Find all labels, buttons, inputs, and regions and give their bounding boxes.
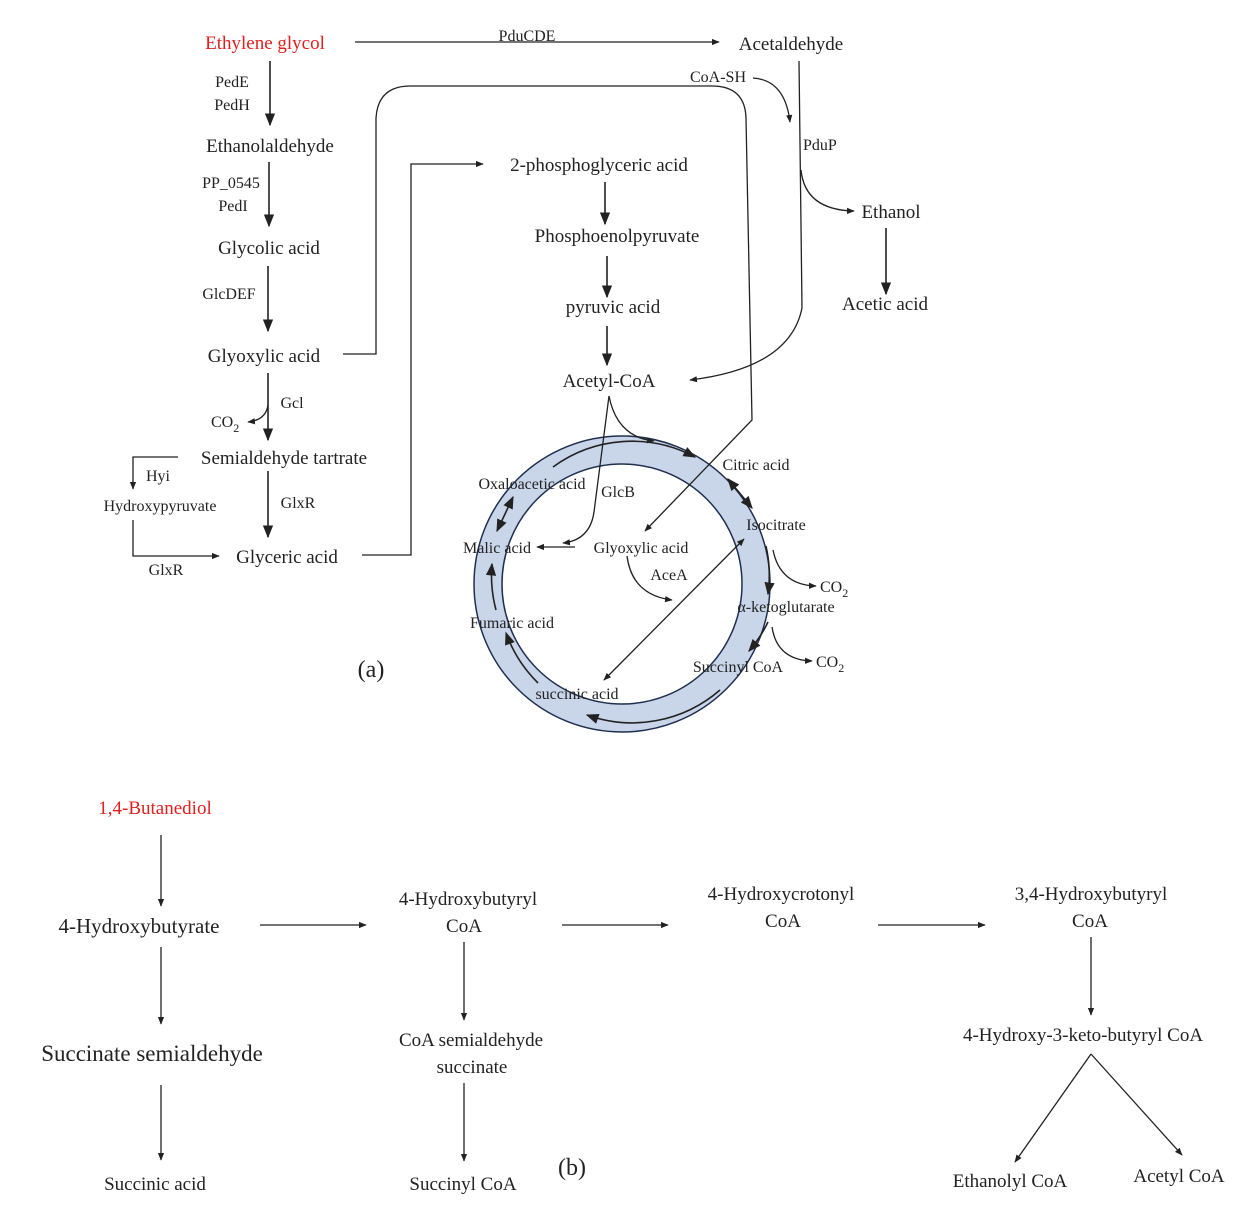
panel-a: Ethylene glycol PedE PedH Ethanolaldehyd… xyxy=(104,28,928,733)
node-hydroxypyruvate: Hydroxypyruvate xyxy=(104,498,217,515)
tca-oxaloacetic-acid: Oxaloacetic acid xyxy=(478,476,585,493)
ring-arrow-malate-oaa xyxy=(496,495,514,533)
tca-glyoxylic-acid: Glyoxylic acid xyxy=(594,540,689,557)
enzyme-pdup: PduP xyxy=(803,137,837,154)
node-acetyl-coa: Acetyl-CoA xyxy=(563,371,656,392)
node-2-phosphoglyceric-acid: 2-phosphoglyceric acid xyxy=(510,155,688,176)
arrow-co2-release-gcl xyxy=(247,404,269,425)
ring-arrow-succinate-fumarate xyxy=(505,631,539,684)
node-34-hydroxybutyryl-coa-line1: 3,4-Hydroxybutyryl xyxy=(1015,884,1168,905)
node-acetic-acid: Acetic acid xyxy=(842,294,928,315)
node-acetaldehyde: Acetaldehyde xyxy=(739,34,843,55)
enzyme-pede: PedE xyxy=(215,74,249,91)
node-glycolic-acid: Glycolic acid xyxy=(218,238,320,259)
arrow-semialdehyde-hydroxypyruvate xyxy=(129,456,178,490)
arrow-hkb-acetyl xyxy=(1090,1053,1183,1156)
co2-gcl: CO2 xyxy=(211,414,239,435)
tca-co2-1: CO2 xyxy=(820,579,848,600)
enzyme-glcdef: GlcDEF xyxy=(202,286,255,303)
arrow-glyoxylic-to-cycle xyxy=(343,85,753,532)
tca-co2-2: CO2 xyxy=(816,654,844,675)
arrow-to-acetyl-coa xyxy=(689,307,803,383)
node-semialdehyde-tartrate: Semialdehyde tartrate xyxy=(201,448,367,469)
node-succinyl-coa: Succinyl CoA xyxy=(409,1174,516,1195)
tca-isocitrate: Isocitrate xyxy=(746,517,806,534)
tca-citric-acid: Citric acid xyxy=(722,457,789,474)
substrate-ethylene-glycol: Ethylene glycol xyxy=(205,33,325,54)
tca-malic-acid: Malic acid xyxy=(463,540,531,557)
node-4-hydroxycrotonyl-coa-line1: 4-Hydroxycrotonyl xyxy=(708,884,855,905)
enzyme-hyi: Hyi xyxy=(146,468,171,485)
node-glyoxylic-acid: Glyoxylic acid xyxy=(208,346,321,367)
arrow-to-ethanol xyxy=(800,169,855,214)
node-succinate-semialdehyde: Succinate semialdehyde xyxy=(41,1041,263,1066)
node-4-hydroxycrotonyl-coa-line2: CoA xyxy=(765,911,801,932)
panel-label-b: (b) xyxy=(558,1155,586,1181)
line-acetaldehyde-pdup xyxy=(798,60,803,309)
arrow-hydroxypyruvate-glyceric xyxy=(132,520,220,560)
node-ethanolyl-coa: Ethanolyl CoA xyxy=(953,1171,1068,1192)
node-glyceric-acid: Glyceric acid xyxy=(236,547,338,568)
enzyme-pedi: PedI xyxy=(218,198,247,215)
arrow-glyceric-phosphoglyceric xyxy=(362,160,484,556)
node-succinic-acid: Succinic acid xyxy=(104,1174,206,1195)
node-ethanol: Ethanol xyxy=(861,202,920,223)
panel-label-a: (a) xyxy=(358,657,385,683)
tca-succinic-acid: succinic acid xyxy=(535,686,618,703)
node-4-hydroxybutyrate: 4-Hydroxybutyrate xyxy=(59,914,220,938)
node-coa-sh: CoA-SH xyxy=(690,69,746,86)
arrow-isocitrate-succinate xyxy=(603,538,745,681)
node-4-hydroxybutyryl-coa-line2: CoA xyxy=(446,916,482,937)
enzyme-pp0545: PP_0545 xyxy=(202,175,260,192)
node-ethanolaldehyde: Ethanolaldehyde xyxy=(206,136,334,157)
tca-succinyl-coa: Succinyl CoA xyxy=(693,659,784,676)
node-pyruvic-acid: pyruvic acid xyxy=(566,297,661,318)
panel-b: 1,4-Butanediol 4-Hydroxybutyrate Succina… xyxy=(41,798,1225,1195)
node-phosphoenolpyruvate: Phosphoenolpyruvate xyxy=(535,226,700,247)
enzyme-pducde: PduCDE xyxy=(499,28,556,45)
enzyme-acea: AceA xyxy=(650,567,688,584)
arrow-acetylcoa-cycle xyxy=(608,395,655,444)
ring-arrow-isocitrate-akg xyxy=(764,545,775,596)
arrow-coa-sh xyxy=(752,77,793,123)
enzyme-glxr-main: GlxR xyxy=(281,495,316,512)
arrow-hkb-ethanolyl xyxy=(1014,1053,1092,1163)
enzyme-pedh: PedH xyxy=(214,97,250,114)
enzyme-glcb: GlcB xyxy=(601,484,635,501)
arrow-isocitrate-co2 xyxy=(772,549,817,589)
arrow-akg-co2 xyxy=(771,626,813,664)
substrate-14-butanediol: 1,4-Butanediol xyxy=(98,798,211,819)
ring-arrow-akg-succinylcoa xyxy=(748,621,769,652)
node-coa-semialdehyde-line1: CoA semialdehyde xyxy=(399,1030,543,1051)
arrow-acetylcoa-glcb-malate xyxy=(562,395,610,546)
ring-arrow-succinylcoa-succinate xyxy=(585,689,721,724)
enzyme-gcl: Gcl xyxy=(280,395,304,412)
node-coa-semialdehyde-line2: succinate xyxy=(437,1057,508,1078)
node-4-hydroxy-3-keto-butyryl-coa: 4-Hydroxy-3-keto-butyryl CoA xyxy=(963,1025,1203,1046)
tca-alpha-ketoglutarate: α-ketoglutarate xyxy=(737,599,834,616)
node-4-hydroxybutyryl-coa-line1: 4-Hydroxybutyryl xyxy=(399,889,537,910)
node-acetyl-coa-b: Acetyl CoA xyxy=(1133,1166,1225,1187)
ring-arrow-citrate-isocitrate xyxy=(727,478,753,509)
node-34-hydroxybutyryl-coa-line2: CoA xyxy=(1072,911,1108,932)
ring-arrow-fumarate-malate xyxy=(485,562,497,611)
ring-arrow-oaa-citrate xyxy=(552,440,697,468)
enzyme-glxr-side: GlxR xyxy=(149,562,184,579)
tca-fumaric-acid: Fumaric acid xyxy=(470,615,554,632)
